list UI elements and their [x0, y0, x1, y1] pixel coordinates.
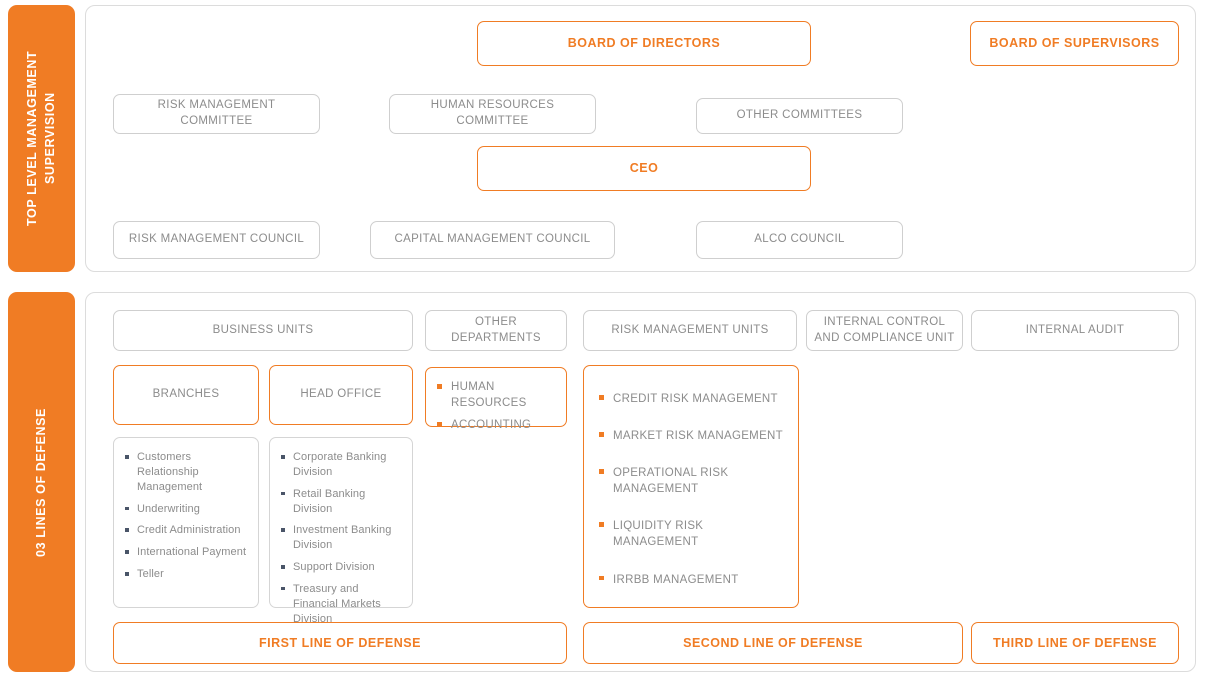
list-item[interactable]: Investment Banking Division: [280, 523, 404, 553]
header-risk-management-units-label: RISK MANAGEMENT UNITS: [611, 323, 769, 336]
node-ceo[interactable]: CEO: [477, 146, 811, 191]
head-office-items: Corporate Banking Division Retail Bankin…: [280, 450, 404, 626]
node-board-of-directors-label: BOARD OF DIRECTORS: [567, 36, 721, 51]
branches-items: Customers Relationship Management Underw…: [124, 450, 250, 582]
node-risk-management-council[interactable]: RISK MANAGEMENT COUNCIL: [113, 221, 320, 259]
node-other-committees[interactable]: OTHER COMMITTEES: [696, 98, 903, 134]
node-board-of-directors[interactable]: BOARD OF DIRECTORS: [477, 21, 811, 66]
node-risk-management-committee[interactable]: RISK MANAGEMENT COMMITTEE: [113, 94, 320, 134]
list-item[interactable]: Customers Relationship Management: [124, 450, 250, 495]
list-item[interactable]: OPERATIONAL RISK MANAGEMENT: [598, 465, 790, 497]
node-head-office-label: HEAD OFFICE: [300, 388, 382, 401]
node-ceo-label: CEO: [629, 161, 659, 176]
header-business-units-label: BUSINESS UNITS: [212, 323, 314, 336]
node-capital-management-council[interactable]: CAPITAL MANAGEMENT COUNCIL: [370, 221, 615, 259]
list-item[interactable]: LIQUIDITY RISK MANAGEMENT: [598, 518, 790, 550]
list-item[interactable]: ACCOUNTING: [436, 418, 558, 434]
node-branches[interactable]: BRANCHES: [113, 365, 259, 425]
list-head-office: Corporate Banking Division Retail Bankin…: [269, 437, 413, 625]
node-capital-management-council-label: CAPITAL MANAGEMENT COUNCIL: [394, 233, 591, 246]
node-board-of-supervisors[interactable]: BOARD OF SUPERVISORS: [970, 21, 1179, 66]
sidebar-top-label: TOP LEVEL MANAGEMENT SUPERVISION: [25, 50, 58, 227]
header-internal-control-label: INTERNAL CONTROL AND COMPLIANCE UNIT: [814, 315, 955, 344]
node-first-line-of-defense[interactable]: FIRST LINE OF DEFENSE: [113, 622, 567, 664]
node-risk-management-council-label: RISK MANAGEMENT COUNCIL: [128, 233, 305, 246]
header-internal-audit[interactable]: INTERNAL AUDIT: [971, 310, 1179, 351]
list-item[interactable]: CREDIT RISK MANAGEMENT: [598, 391, 790, 407]
list-other-departments: HUMAN RESOURCES ACCOUNTING: [425, 367, 567, 431]
list-branches: Customers Relationship Management Underw…: [113, 437, 259, 608]
node-first-line-of-defense-label: FIRST LINE OF DEFENSE: [259, 635, 421, 650]
sidebar-03-lines-of-defense: 03 LINES OF DEFENSE: [8, 292, 75, 672]
node-head-office[interactable]: HEAD OFFICE: [269, 365, 413, 425]
node-other-committees-label: OTHER COMMITTEES: [736, 109, 863, 122]
other-departments-items: HUMAN RESOURCES ACCOUNTING: [436, 380, 558, 434]
header-internal-audit-label: INTERNAL AUDIT: [1025, 323, 1125, 336]
list-item[interactable]: International Payment: [124, 545, 250, 560]
node-alco-council[interactable]: ALCO COUNCIL: [696, 221, 903, 259]
list-item[interactable]: Retail Banking Division: [280, 487, 404, 517]
header-other-departments-label: OTHER DEPARTMENTS: [451, 315, 541, 344]
list-item[interactable]: Support Division: [280, 560, 404, 575]
list-risk-management-units: CREDIT RISK MANAGEMENT MARKET RISK MANAG…: [583, 365, 799, 608]
node-risk-management-committee-label: RISK MANAGEMENT COMMITTEE: [157, 99, 276, 127]
node-second-line-of-defense[interactable]: SECOND LINE OF DEFENSE: [583, 622, 963, 664]
node-human-resources-committee[interactable]: HUMAN RESOURCES COMMITTEE: [389, 94, 596, 134]
node-branches-label: BRANCHES: [152, 388, 220, 401]
node-human-resources-committee-label: HUMAN RESOURCES COMMITTEE: [430, 99, 555, 127]
list-item[interactable]: IRRBB MANAGEMENT: [598, 572, 790, 588]
sidebar-bottom-label: 03 LINES OF DEFENSE: [34, 407, 49, 557]
list-item[interactable]: Teller: [124, 567, 250, 582]
header-risk-management-units[interactable]: RISK MANAGEMENT UNITS: [583, 310, 797, 351]
list-item[interactable]: Underwriting: [124, 502, 250, 517]
list-item[interactable]: Corporate Banking Division: [280, 450, 404, 480]
node-third-line-of-defense-label: THIRD LINE OF DEFENSE: [993, 635, 1157, 650]
node-third-line-of-defense[interactable]: THIRD LINE OF DEFENSE: [971, 622, 1179, 664]
list-item[interactable]: HUMAN RESOURCES: [436, 380, 558, 411]
header-internal-control[interactable]: INTERNAL CONTROL AND COMPLIANCE UNIT: [806, 310, 963, 351]
header-other-departments[interactable]: OTHER DEPARTMENTS: [425, 310, 567, 351]
node-alco-council-label: ALCO COUNCIL: [754, 233, 845, 246]
list-item[interactable]: Credit Administration: [124, 523, 250, 538]
risk-management-items: CREDIT RISK MANAGEMENT MARKET RISK MANAG…: [598, 391, 790, 588]
node-board-of-supervisors-label: BOARD OF SUPERVISORS: [989, 36, 1160, 51]
list-item[interactable]: MARKET RISK MANAGEMENT: [598, 428, 790, 444]
node-second-line-of-defense-label: SECOND LINE OF DEFENSE: [683, 635, 863, 650]
header-business-units[interactable]: BUSINESS UNITS: [113, 310, 413, 351]
sidebar-top-level-management-supervision: TOP LEVEL MANAGEMENT SUPERVISION: [8, 5, 75, 272]
list-item[interactable]: Treasury and Financial Markets Division: [280, 582, 404, 627]
